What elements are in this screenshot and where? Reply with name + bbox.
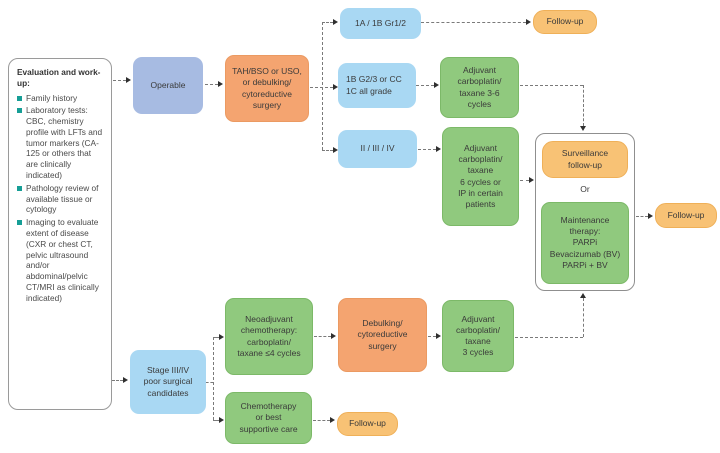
node-followup-bottom: Follow-up: [337, 412, 398, 436]
list-item: Imaging to evaluate extent of disease (C…: [17, 217, 105, 303]
arrow-1a1b-followup: [421, 22, 526, 23]
node-debulking-surgery: Debulking/ cytoreductive surgery: [338, 298, 427, 372]
arrow-adjuvant6-frame: [520, 180, 529, 181]
evaluation-title: Evaluation and work-up:: [17, 67, 101, 88]
node-adjuvant-3-cycles: Adjuvant carboplatin/ taxane 3 cycles: [442, 300, 514, 372]
arrow-1bg23-adjuvant: [416, 85, 434, 86]
arrowhead: [219, 334, 224, 340]
arrowhead: [434, 82, 439, 88]
node-surveillance-followup: Surveillance follow-up: [542, 141, 628, 178]
bullet-square-icon: [17, 108, 22, 114]
arrowhead: [333, 147, 338, 153]
arrow-adjuvant3-frame: [515, 337, 583, 338]
node-followup-top: Follow-up: [533, 10, 597, 34]
arrow-stage34-branch: [206, 382, 213, 383]
arrowhead: [529, 177, 534, 183]
arrowhead: [126, 77, 131, 83]
arrow-to-1a1b: [322, 22, 333, 23]
arrow-adjuvant36-frame-v: [583, 85, 584, 126]
arrowhead: [333, 84, 338, 90]
arrowhead: [436, 333, 441, 339]
arrow-234-adjuvant: [418, 149, 436, 150]
arrowhead: [580, 293, 586, 298]
arrowhead: [648, 213, 653, 219]
list-item: Pathology review of available tissue or …: [17, 183, 105, 215]
node-stage-1b-g23: 1B G2/3 or CC 1C all grade: [338, 63, 416, 108]
arrowhead: [331, 333, 336, 339]
node-maintenance-therapy: Maintenance therapy: PARPi Bevacizumab (…: [541, 202, 629, 284]
arrow-adjuvant3-frame-v: [583, 298, 584, 337]
node-stage-1a-1b: 1A / 1B Gr1/2: [340, 8, 421, 39]
arrow-adjuvant36-frame: [520, 85, 583, 86]
bullet-square-icon: [17, 220, 22, 226]
node-adjuvant-6-cycles-ip: Adjuvant carboplatin/ taxane 6 cycles or…: [442, 127, 519, 226]
arrow-debulking-adjuvant3: [428, 336, 436, 337]
arrow-to-neoadjuvant: [213, 337, 219, 338]
arrowhead: [436, 146, 441, 152]
branch-line: [213, 337, 214, 420]
arrow-surgery-branch: [310, 87, 333, 88]
arrow-eval-operable: [113, 80, 126, 81]
node-surgery-tah-bso: TAH/BSO or USO, or debulking/ cytoreduct…: [225, 55, 309, 122]
list-item: Laboratory tests: CBC, chemistry profile…: [17, 105, 105, 180]
arrow-chemo-followup: [313, 420, 330, 421]
arrowhead: [526, 19, 531, 25]
arrow-eval-stage34: [112, 380, 123, 381]
node-stage-2-3-4: II / III / IV: [338, 130, 417, 168]
arrow-frame-followup: [636, 216, 648, 217]
node-neoadjuvant-chemo: Neoadjuvant chemotherapy: carboplatin/ t…: [225, 298, 313, 375]
branch-line: [322, 22, 323, 150]
bullet-text: Laboratory tests: CBC, chemistry profile…: [26, 105, 103, 181]
node-chemo-supportive-care: Chemotherapy or best supportive care: [225, 392, 312, 444]
bullet-text: Imaging to evaluate extent of disease (C…: [26, 217, 99, 303]
arrow-neo-debulking: [314, 336, 331, 337]
evaluation-workup-panel: Evaluation and work-up: Family history L…: [8, 58, 112, 410]
or-label: Or: [580, 184, 590, 194]
arrow-operable-surgery: [205, 84, 218, 85]
node-adjuvant-3-6-cycles: Adjuvant carboplatin/ taxane 3-6 cycles: [440, 57, 519, 118]
arrow-to-234: [322, 150, 333, 151]
bullet-square-icon: [17, 185, 22, 191]
bullet-text: Pathology review of available tissue or …: [26, 182, 99, 215]
arrowhead: [218, 81, 223, 87]
bullet-text: Family history: [26, 92, 78, 103]
node-stage-3-4-poor-surgical: Stage III/IV poor surgical candidates: [130, 350, 206, 414]
list-item: Family history: [17, 93, 105, 104]
arrowhead: [219, 417, 224, 423]
arrowhead: [580, 126, 586, 131]
arrowhead: [333, 19, 338, 25]
node-followup-right: Follow-up: [655, 203, 717, 228]
bullet-square-icon: [17, 95, 22, 101]
arrow-to-chemo: [213, 420, 219, 421]
arrowhead: [330, 417, 335, 423]
arrowhead: [123, 377, 128, 383]
node-operable: Operable: [133, 57, 203, 114]
evaluation-bullet-list: Family history Laboratory tests: CBC, ch…: [17, 93, 105, 304]
